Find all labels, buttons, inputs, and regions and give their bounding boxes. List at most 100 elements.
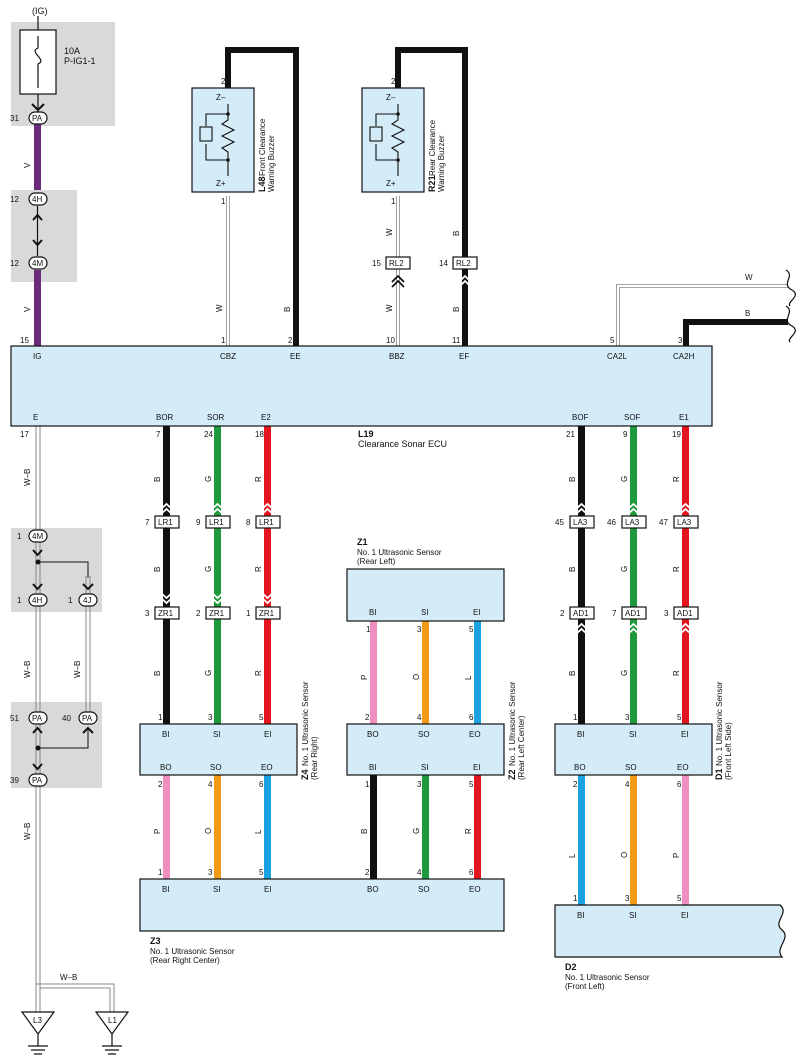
- sensor-z3-line2: (Rear Right Center): [150, 956, 220, 965]
- wire-r-e1: [682, 426, 689, 724]
- wire-ground-l1-outline-b: [39, 987, 111, 1012]
- connector-pin: 45: [555, 518, 564, 527]
- connector-code: AD1: [625, 609, 641, 618]
- sensor-z3-code: Z3: [150, 936, 161, 946]
- wire-label-b-bof-2: B: [568, 567, 577, 572]
- sensor-z2-pin-si: SI: [421, 763, 429, 772]
- sensor-z1-code: Z1: [357, 537, 368, 547]
- connector-pin: 39: [10, 776, 19, 785]
- sensor-d2-line1: No. 1 Ultrasonic Sensor: [565, 973, 650, 982]
- wire-ground-l1-outline-a: [35, 983, 115, 1012]
- connector-pin: 3: [145, 609, 150, 618]
- sensor-z2-code: Z2: [507, 769, 517, 780]
- piezo-element-icon: [199, 126, 213, 142]
- sensor-z4-pin-num-1: 1: [158, 713, 163, 722]
- connector-ad1-3: AD1 3: [664, 606, 699, 636]
- wire-break-icon-lower: [785, 305, 796, 343]
- wire-label-b-bor-2: B: [153, 567, 162, 572]
- wire-b-bof: [578, 426, 585, 724]
- connector-zr1-1: ZR1 1: [246, 591, 281, 620]
- sensor-z3-line1: No. 1 Ultrasonic Sensor: [150, 947, 235, 956]
- sensor-d2-line2: (Front Left): [565, 982, 605, 991]
- sensor-z4-pin-num-4: 4: [208, 780, 213, 789]
- chevron-up-icon: [574, 622, 589, 636]
- ecu-pin-e2: E2: [261, 413, 271, 422]
- wire-label-b-rear-2: B: [452, 307, 461, 312]
- sensor-z2-line2: (Rear Left Center): [517, 715, 526, 780]
- node-dot-icon: [226, 112, 230, 116]
- connector-lr1-7: LR1 7: [145, 502, 180, 529]
- connector-code: 4J: [83, 596, 91, 605]
- connector-rect: [569, 515, 595, 529]
- wire-label-g-z2: G: [412, 828, 421, 834]
- chevron-up-icon: [458, 274, 472, 288]
- connector-pin: 15: [372, 259, 381, 268]
- wire-pa-link: [38, 728, 89, 749]
- ground-icon: [28, 1045, 48, 1055]
- front-buzzer: Z– Z+ 2 1 L48 Front Clearance Warning Bu…: [191, 77, 276, 206]
- resistor-icon: [390, 104, 406, 176]
- sensor-z4-pin-num-6: 6: [259, 780, 264, 789]
- ecu-pin-number-ca2l: 5: [610, 336, 615, 345]
- front-buzzer-name-line1: Front Clearance: [258, 118, 267, 176]
- connector-rect: [621, 515, 647, 529]
- sensor-d2-pin-bi: BI: [577, 911, 585, 920]
- ecu-pin-number-e1: 19: [672, 430, 681, 439]
- wire-label-o-d1: O: [620, 852, 629, 858]
- rear-buzzer-pin-z-plus: Z+: [386, 179, 396, 188]
- connector-rect: [621, 606, 647, 620]
- connector-code: RL2: [389, 259, 404, 268]
- sensor-d1-pin-num-4: 4: [625, 780, 630, 789]
- wire-p-z1-z2: [370, 621, 377, 724]
- rear-buzzer: Z– Z+ 2 1 R21 Rear Clearance Warning Buz…: [361, 77, 446, 206]
- wire-label-b-can: B: [745, 309, 750, 318]
- sensor-z1-pin-num-si: 3: [417, 625, 422, 634]
- wire-l-z1-z2: [474, 621, 481, 724]
- wire-label-r-e2-1: R: [254, 476, 263, 482]
- rear-buzzer-pin-z-minus: Z–: [386, 93, 396, 102]
- sensor-d1-pin-bi: BI: [577, 730, 585, 739]
- connector-4m-12: 4M 12: [10, 256, 48, 270]
- wire-r-e2: [264, 426, 271, 724]
- wire-label-p-d1: P: [672, 853, 681, 858]
- connector-pin: 1: [17, 532, 22, 541]
- sensor-d1-line2: (Front Left Side): [724, 722, 733, 780]
- ecu-pin-number-ef: 11: [452, 336, 461, 345]
- connector-pin: 7: [145, 518, 150, 527]
- connector-oval: [28, 192, 48, 206]
- connector-pin: 2: [560, 609, 565, 618]
- wire-label-w-rear-1: W: [385, 228, 394, 236]
- wire-label-g-sof-1: G: [620, 476, 629, 482]
- wire-label-o-z4: O: [204, 828, 213, 834]
- wire-violet-1: [34, 124, 41, 190]
- wire-label-w-rear-2: W: [385, 304, 394, 312]
- wire-b-can: [683, 319, 788, 346]
- connector-4m-1: 4M 1: [17, 529, 48, 557]
- connector-pin: 7: [612, 609, 617, 618]
- sensor-z2-pin-num-1: 1: [365, 780, 370, 789]
- sensor-z1-line1: No. 1 Ultrasonic Sensor: [357, 548, 442, 557]
- sensor-z3-pin-bo: BO: [367, 885, 379, 894]
- connector-code: LA3: [677, 518, 692, 527]
- sensor-z2-line1: No. 1 Ultrasonic Sensor: [508, 681, 517, 766]
- chevron-up-icon: [391, 274, 405, 288]
- connector-pa-39: PA 39: [10, 763, 48, 787]
- connector-rect: [673, 606, 699, 620]
- connector-rect: [569, 606, 595, 620]
- wire-label-r-e1-2: R: [672, 566, 681, 572]
- wire-b-bor: [163, 426, 170, 724]
- wire-label-g-sor-1: G: [204, 476, 213, 482]
- chevron-up-icon: [82, 726, 94, 734]
- sensor-d1-pin-si: SI: [629, 730, 637, 739]
- sensor-z1-pin-bi: BI: [369, 608, 377, 617]
- sensor-d1-block: [554, 723, 713, 776]
- wire-label-g-sor-3: G: [204, 670, 213, 676]
- connector-4j-1: 4J 1: [68, 583, 98, 607]
- front-buzzer-pin-z-minus: Z–: [216, 93, 226, 102]
- connector-ad1-2: AD1 2: [560, 606, 595, 636]
- connector-code: LA3: [625, 518, 640, 527]
- connector-pin: 1: [246, 609, 251, 618]
- sensor-z2-pin-bi: BI: [369, 763, 377, 772]
- wire-o-z4-z3: [214, 775, 221, 879]
